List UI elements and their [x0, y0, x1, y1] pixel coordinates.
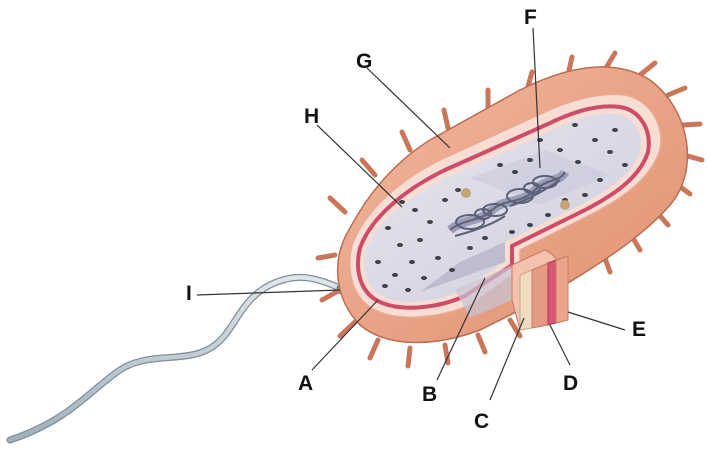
label-d: D	[563, 372, 578, 395]
wall-section	[512, 250, 568, 330]
label-a: A	[298, 372, 313, 395]
inclusion-granule	[461, 188, 471, 198]
flagellum	[10, 277, 358, 440]
label-b: B	[422, 383, 437, 406]
label-c: C	[474, 410, 489, 433]
inclusion-granule	[560, 200, 570, 210]
label-h: H	[304, 105, 319, 128]
label-f: F	[524, 6, 537, 29]
label-g: G	[356, 50, 372, 73]
label-e: E	[632, 318, 646, 341]
label-i: I	[186, 282, 192, 305]
